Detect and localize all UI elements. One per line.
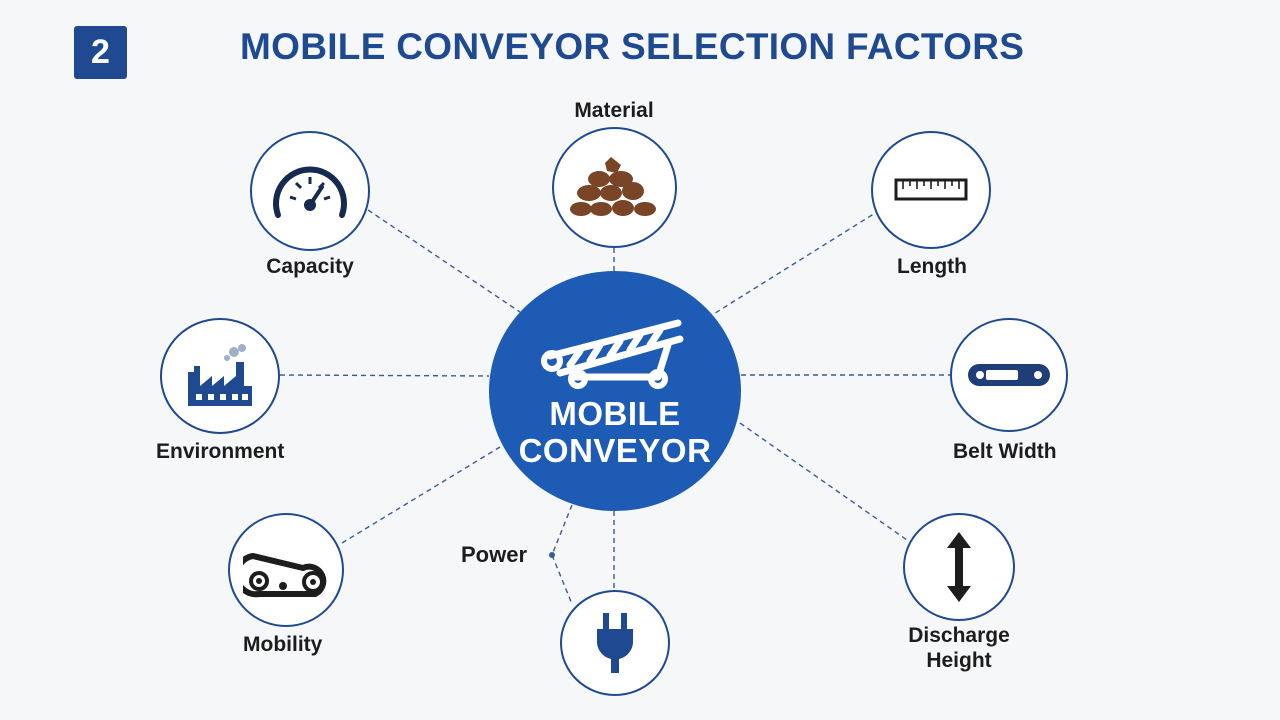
belt-width-label: Belt Width <box>953 440 1057 463</box>
mobile-conveyor-hub: MOBILE CONVEYOR <box>489 271 741 511</box>
hub-label-line1: MOBILE <box>549 395 681 432</box>
plug-icon <box>597 613 633 673</box>
material-node <box>552 127 677 248</box>
power-label: Power <box>461 542 528 567</box>
mobility-node <box>228 513 344 627</box>
conveyor-icon <box>541 319 684 389</box>
belt-width-node <box>950 318 1068 432</box>
connector-environment <box>279 374 490 377</box>
length-label: Length <box>897 255 967 278</box>
gauge-icon <box>273 166 347 218</box>
capacity-label: Capacity <box>266 255 354 278</box>
ruler-icon <box>894 178 968 201</box>
factory-icon <box>188 344 252 406</box>
discharge-height-label-line1: Discharge <box>908 624 1010 647</box>
discharge-height-node <box>903 513 1015 621</box>
mobility-label: Mobility <box>243 633 323 656</box>
length-node <box>871 131 991 249</box>
section-number-badge: 2 <box>74 26 127 79</box>
connector-length <box>711 209 881 316</box>
hub-label-line2: CONVEYOR <box>518 432 712 469</box>
connector-power-label <box>551 504 573 605</box>
belt-icon <box>968 364 1050 386</box>
material-label: Material <box>574 99 654 122</box>
power-node <box>560 590 670 696</box>
environment-node <box>160 318 280 434</box>
connector-mobility <box>341 446 501 544</box>
capacity-node <box>250 131 370 251</box>
track-icon <box>243 553 327 598</box>
connector-discharge-height <box>739 422 908 541</box>
connector-dot <box>549 552 555 558</box>
connector-capacity <box>367 209 521 313</box>
vertical-arrow-icon <box>947 532 971 602</box>
discharge-height-label-line2: Height <box>926 649 992 672</box>
material-pile-icon <box>569 156 656 216</box>
page-title: MOBILE CONVEYOR SELECTION FACTORS <box>240 26 1025 67</box>
environment-label: Environment <box>156 440 285 463</box>
